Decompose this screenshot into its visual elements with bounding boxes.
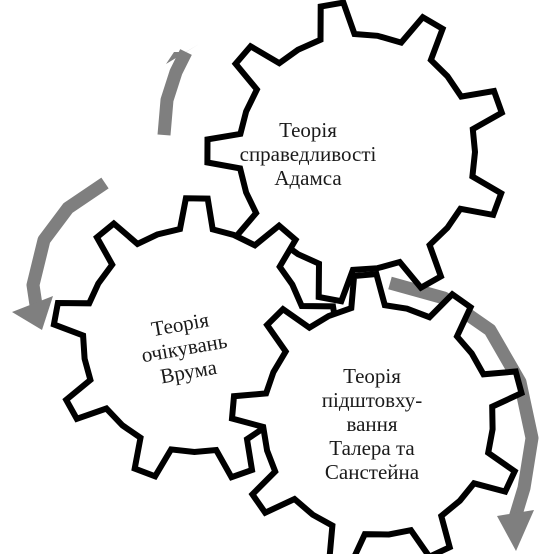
arrow-top-left [157, 44, 199, 136]
gear-label-line: Теорія [279, 118, 337, 142]
arrow-top-left-shaft [157, 49, 192, 136]
gear-label-line: вання [346, 412, 397, 436]
gear-label-line: Санстейна [325, 460, 420, 484]
gear-label-line: Теорія [343, 364, 401, 388]
arrow-left-shaft [26, 177, 109, 306]
gear-label-line: справедливості [240, 142, 377, 166]
arrow-right-head [497, 510, 534, 551]
gear-label-line: Талера та [329, 436, 415, 460]
arrow-left-head [12, 296, 53, 330]
gear-thaler [228, 270, 526, 554]
gears-group [50, 0, 526, 554]
gear-label-line: підштовху- [322, 388, 422, 412]
gear-label-line: Адамса [274, 166, 342, 190]
arrow-left [12, 177, 109, 330]
arrow-top-left-head [166, 44, 199, 64]
